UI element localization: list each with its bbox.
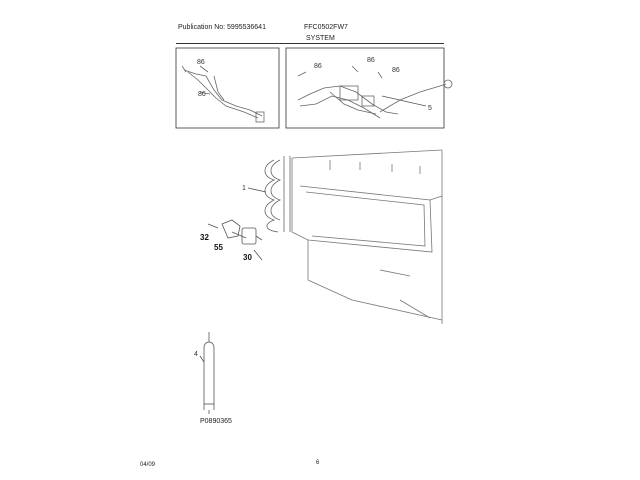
callout-32: 32	[200, 233, 209, 242]
drawing-id: P0890365	[200, 418, 232, 425]
inset-left-wiring	[181, 65, 265, 123]
cabinet-body	[291, 149, 443, 324]
inset-right-wiring	[297, 65, 453, 119]
callout-5: 5	[428, 105, 432, 112]
relay-overload-parts	[207, 219, 263, 261]
callout-86-left-top: 86	[197, 59, 205, 66]
callout-1: 1	[242, 185, 246, 192]
callout-86-right-c: 86	[392, 67, 400, 74]
inset-left-box	[175, 47, 280, 129]
callout-4: 4	[194, 351, 198, 358]
publication-number: Publication No: 5995536641	[178, 24, 266, 31]
callout-86-right-b: 86	[367, 57, 375, 64]
callout-86-right-a: 86	[314, 63, 322, 70]
callout-55: 55	[214, 243, 223, 252]
section-title: SYSTEM	[306, 35, 335, 42]
callout-86-left-bottom: 86	[198, 91, 206, 98]
model-number: FFC0502FW7	[304, 24, 348, 31]
footer-date: 04/09	[140, 462, 156, 468]
condenser-coil	[264, 156, 291, 233]
drier-tube	[203, 332, 215, 414]
callout-30: 30	[243, 253, 252, 262]
inset-right-box	[285, 47, 445, 129]
header-rule	[176, 43, 444, 44]
page-number: 6	[316, 460, 320, 466]
